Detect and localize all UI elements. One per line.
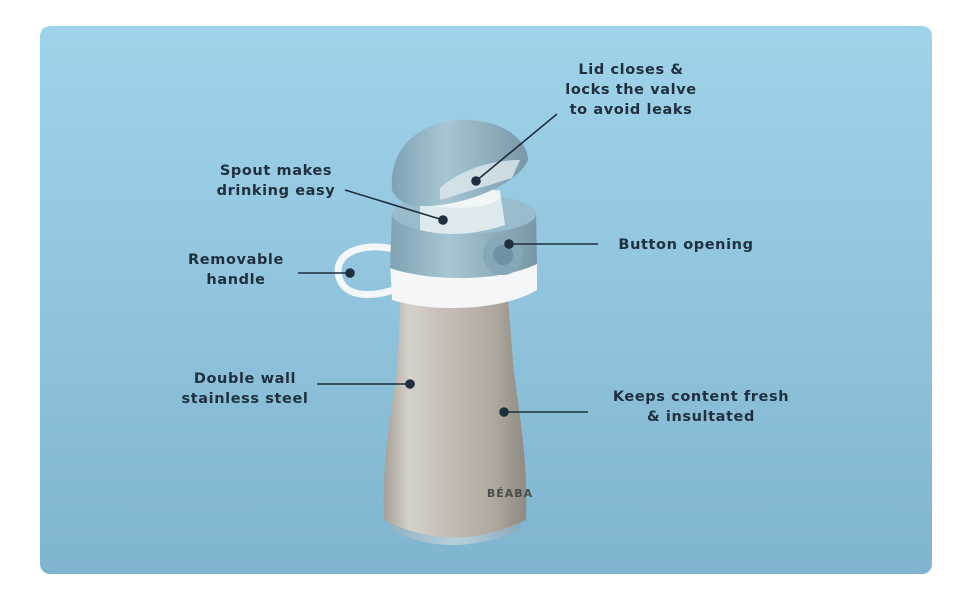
callout-line: & insultated (647, 409, 755, 425)
callout-line: handle (206, 272, 266, 288)
open-lid (391, 119, 528, 207)
callout-handle: Removable handle (176, 250, 296, 290)
callout-line: drinking easy (216, 183, 336, 199)
callout-line: Lid closes & (578, 62, 684, 78)
callout-lid-locks: Lid closes & locks the valve to avoid le… (556, 60, 706, 120)
callout-line: to avoid leaks (569, 102, 693, 118)
callout-line: Double wall (193, 371, 297, 387)
callout-lines (298, 113, 598, 417)
brand-logo: BÉABA (487, 487, 533, 500)
callout-line: Button opening (618, 237, 754, 253)
callout-double-wall: Double wall stainless steel (170, 369, 320, 409)
handle (334, 243, 402, 299)
callout-line: Keeps content fresh (612, 389, 790, 405)
callout-line: Spout makes (219, 163, 333, 179)
callout-line: locks the valve (565, 82, 697, 98)
callout-line: stainless steel (181, 391, 309, 407)
bottle-body (383, 300, 527, 538)
callout-keeps-fresh: Keeps content fresh & insultated (596, 387, 806, 427)
callout-button-opening: Button opening (606, 235, 766, 255)
callout-spout: Spout makes drinking easy (196, 161, 356, 201)
callout-line: Removable (188, 252, 284, 268)
